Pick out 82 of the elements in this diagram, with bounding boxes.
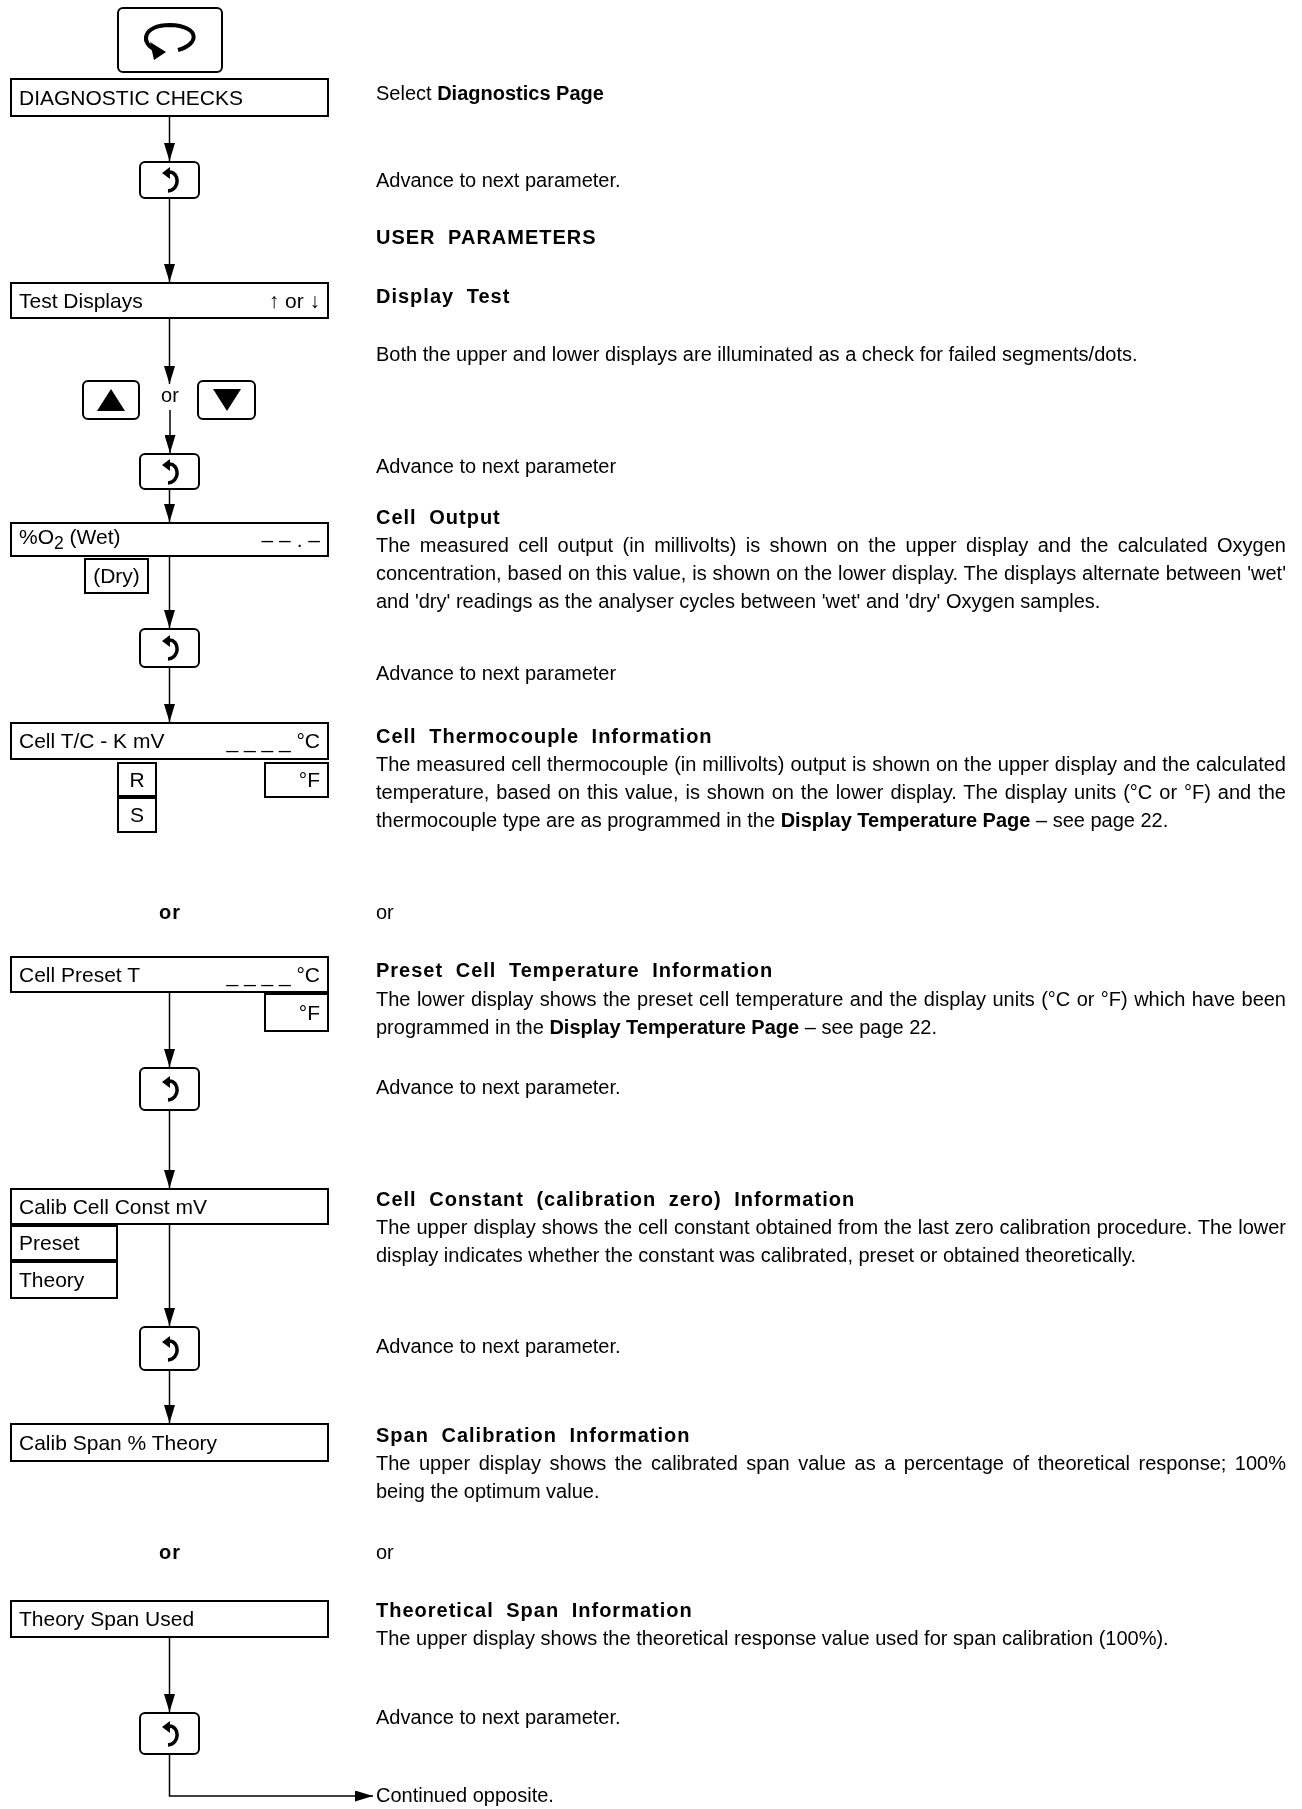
section-heading: Cell Constant (calibration zero) Information	[376, 1187, 857, 1212]
key-symbol	[139, 628, 200, 668]
display-box	[10, 956, 329, 993]
display-text: – – . –	[261, 527, 320, 552]
arrow	[164, 116, 175, 162]
description-text: The measured cell thermocouple (in millivolts) output is shown on the upper display and the calculated temperature, based on this value, is shown on the lower display. The display units (°C or °F) and the thermocouple type are as programmed in the Display Temperature Page – see page 22.	[376, 752, 1286, 833]
display-box	[10, 78, 329, 117]
instruction-text: Advance to next parameter.	[376, 168, 622, 193]
display-text: Cell T/C - K mV	[19, 729, 165, 753]
arrow	[164, 1370, 175, 1424]
description-text: The upper display shows the cell constant obtained from the last zero calibration procedure. The lower display indicates whether the constant was calibrated, preset or obtained theoretically.	[376, 1215, 1286, 1268]
display-text: S	[130, 803, 144, 827]
arrow	[164, 198, 175, 283]
display-box	[10, 282, 329, 319]
display-box	[10, 522, 329, 557]
instruction-text: Advance to next parameter.	[376, 1075, 622, 1100]
instruction-text: Advance to next parameter.	[376, 1705, 622, 1730]
display-text: Calib Cell Const mV	[19, 1194, 207, 1219]
arrow	[164, 556, 175, 629]
instruction-text: Advance to next parameter	[376, 661, 618, 686]
key-symbol	[139, 1067, 200, 1111]
section-heading: Theoretical Span Information	[376, 1598, 694, 1623]
description-text: The measured cell output (in millivolts) is shown on the upper display and the calculated Oxygen concentration, based on this value, is shown on the lower display. The displays alternate between 'wet' and 'dry' readings as the analyser cycles between 'wet' and 'dry' Oxygen samples.	[376, 533, 1286, 614]
conjunction-text: or	[158, 900, 182, 925]
key-symbol	[139, 161, 200, 199]
instruction-text: Advance to next parameter.	[376, 1334, 622, 1359]
display-text: DIAGNOSTIC CHECKS	[19, 85, 244, 110]
key-symbol	[197, 380, 256, 420]
arrow	[164, 318, 175, 385]
arrow	[164, 1637, 175, 1713]
key-symbol	[139, 453, 200, 490]
display-box	[10, 1188, 329, 1225]
display-text: %O$_{2}$ (Wet)	[19, 524, 121, 555]
display-text: Theory	[19, 1268, 85, 1292]
display-box	[117, 762, 157, 797]
section-heading: Display Test	[376, 284, 512, 309]
arrow	[164, 409, 176, 454]
key-symbol	[82, 380, 140, 420]
display-text: _ _ _ _ °C	[226, 729, 320, 753]
display-box	[10, 722, 329, 760]
display-text: Calib Span % Theory	[19, 1430, 218, 1455]
display-text: Theory Span Used	[19, 1607, 195, 1631]
display-text: °F	[298, 1000, 320, 1025]
arrow	[164, 1110, 175, 1189]
conjunction-text: or	[158, 1540, 182, 1565]
section-heading: Preset Cell Temperature Information	[376, 958, 775, 983]
arrow	[164, 667, 175, 723]
instruction-text: Select Diagnostics Page	[376, 81, 605, 106]
display-box	[10, 1261, 118, 1299]
display-box	[264, 762, 329, 798]
display-box	[10, 1423, 329, 1462]
instruction-text: or	[376, 1540, 395, 1565]
description-text: Both the upper and lower displays are illuminated as a check for failed segments/dots.	[376, 342, 1139, 367]
key-symbol	[139, 1326, 200, 1371]
display-text: Cell Preset T	[19, 962, 140, 987]
display-box	[264, 993, 329, 1032]
section-heading: Cell Output	[376, 505, 502, 530]
display-text: _ _ _ _ °C	[226, 962, 320, 987]
instruction-text: Advance to next parameter	[376, 454, 618, 479]
key-symbol	[139, 1712, 200, 1755]
display-text: °F	[298, 768, 320, 792]
display-text: Preset	[19, 1231, 80, 1255]
display-box	[84, 558, 149, 594]
display-box	[10, 1225, 118, 1261]
display-text: Test Displays	[19, 288, 143, 313]
arrow	[164, 489, 175, 523]
instruction-text: or	[376, 900, 395, 925]
arrow	[164, 1224, 175, 1327]
description-text: The lower display shows the preset cell temperature and the display units (°C or °F) which have been programmed in the Display Temperature Page – see page 22.	[376, 987, 1286, 1040]
section-heading: USER PARAMETERS	[376, 225, 598, 250]
description-text: The upper display shows the theoretical response value used for span calibration (100%).	[376, 1626, 1170, 1651]
section-heading: Span Calibration Information	[376, 1423, 692, 1448]
display-text: R	[129, 767, 145, 792]
key-symbol	[117, 7, 223, 73]
display-text: ↑ or ↓	[268, 288, 320, 313]
display-box	[117, 797, 157, 833]
section-heading: Cell Thermocouple Information	[376, 724, 714, 749]
arrow	[168, 1754, 374, 1802]
display-box	[10, 1600, 329, 1638]
description-text: The upper display shows the calibrated span value as a percentage of theoretical response; 100% being the optimum value.	[376, 1451, 1286, 1504]
display-text: (Dry)	[93, 564, 140, 588]
arrow	[164, 992, 175, 1068]
